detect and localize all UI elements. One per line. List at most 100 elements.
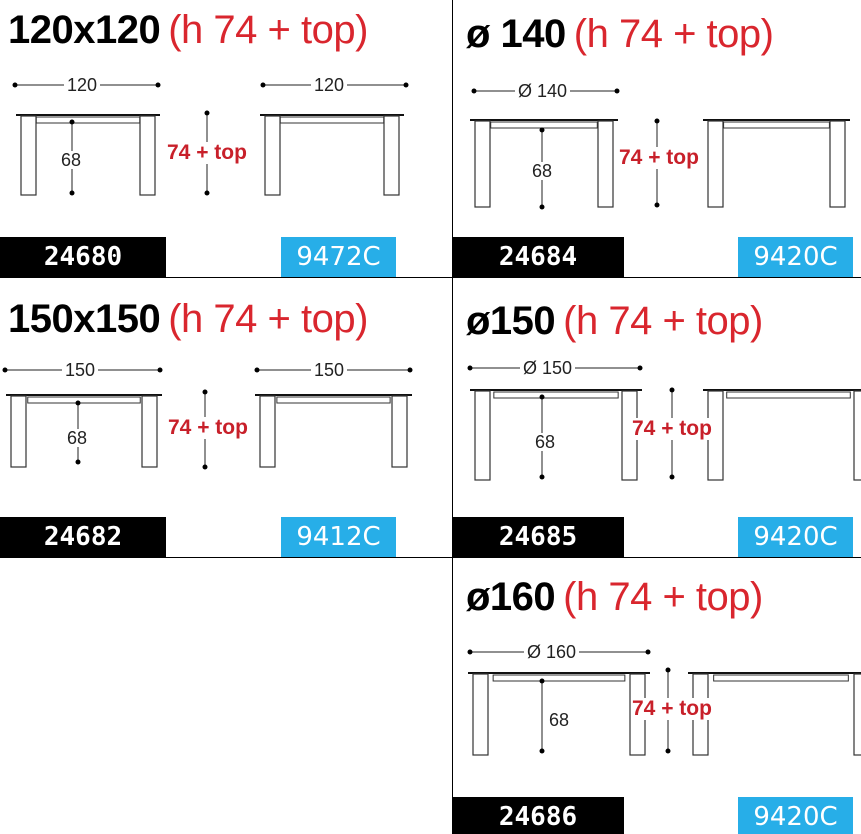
table-leg [853, 673, 861, 756]
total-height-label: 74 + top [167, 141, 247, 164]
table-frame [726, 391, 851, 399]
table-leg [391, 395, 408, 468]
table-drawing [467, 649, 861, 756]
table-leg [264, 115, 281, 196]
dimension-dot [539, 678, 545, 684]
total-height-label: 74 + top [619, 146, 699, 169]
width-label: 120 [64, 76, 101, 94]
table-frame [35, 116, 141, 124]
table-leg [472, 673, 489, 756]
dimension-dot [614, 88, 620, 94]
table-leg [141, 395, 158, 468]
dimension-dot [539, 748, 545, 754]
product-code: 24684 [452, 237, 624, 277]
product-cell-d150: ø150(h 74 + top) Ø 150 68 74 + top 24685… [452, 277, 861, 557]
dimension-dot [539, 204, 545, 210]
table-frame [279, 116, 385, 124]
color-code: 9412C [281, 517, 396, 557]
model-height: (h 74 + top) [168, 297, 368, 341]
table-leg [829, 120, 846, 208]
leg-height-label: 68 [529, 162, 556, 180]
table-leg [597, 120, 614, 208]
table-frame [490, 121, 598, 129]
dimension-dot [539, 394, 545, 400]
dimension-dot [155, 82, 161, 88]
product-title: 120x120(h 74 + top) [8, 10, 368, 50]
table-drawing [470, 88, 850, 210]
dimension-dot [654, 118, 660, 124]
dimension-dot [202, 389, 208, 395]
color-code: 9420C [738, 517, 853, 557]
dimension-dot [471, 88, 477, 94]
dimension-dot [202, 464, 208, 470]
table-frame [27, 396, 141, 404]
width-label: Ø 150 [520, 359, 576, 377]
dimension-dot [75, 400, 81, 406]
product-cell-120x120: 120x120(h 74 + top) 120 120 68 74 + top … [0, 0, 452, 277]
model-size: 150x150 [8, 297, 161, 341]
product-title: ø150(h 74 + top) [466, 301, 763, 341]
model-size: 120x120 [8, 8, 161, 52]
dimension-dot [669, 387, 675, 393]
model-size: ø 140 [466, 12, 566, 56]
product-code: 24685 [452, 517, 624, 557]
dimension-dot [539, 474, 545, 480]
total-height-label: 74 + top [168, 416, 248, 439]
table-frame [493, 391, 619, 399]
table-frame [713, 674, 849, 682]
table-leg [20, 115, 37, 196]
table-leg [853, 390, 861, 481]
dimension-dot [539, 127, 545, 133]
dimension-dot [204, 110, 210, 116]
dimension-dot [254, 367, 260, 373]
dimension-dot [669, 474, 675, 480]
width-label: Ø 160 [524, 643, 580, 661]
model-size: ø150 [466, 299, 556, 343]
table-drawing [12, 82, 409, 196]
dimension-dot [204, 190, 210, 196]
table-leg [383, 115, 400, 196]
model-height: (h 74 + top) [563, 575, 763, 619]
dimension-dot [665, 667, 671, 673]
dimension-dot [12, 82, 18, 88]
product-cell-d140: ø 140(h 74 + top) Ø 140 68 74 + top 2468… [452, 0, 861, 277]
column-divider [452, 0, 453, 834]
table-drawing [467, 365, 861, 481]
model-height: (h 74 + top) [573, 12, 774, 56]
product-code: 24680 [0, 237, 166, 277]
width-label: Ø 140 [515, 82, 571, 100]
table-leg [707, 120, 724, 208]
dimension-dot [407, 367, 413, 373]
model-size: ø160 [466, 575, 556, 619]
dimension-dot [75, 459, 81, 465]
table-leg [259, 395, 276, 468]
color-code: 9420C [738, 237, 853, 277]
product-cell-150x150: 150x150(h 74 + top) 150 150 68 74 + top … [0, 277, 452, 557]
total-height-label: 74 + top [632, 697, 712, 720]
row-divider [0, 557, 861, 558]
dimension-dot [69, 190, 75, 196]
leg-height-label: 68 [64, 429, 91, 447]
leg-height-label: 68 [532, 433, 559, 451]
total-height-label: 74 + top [632, 417, 712, 440]
product-title: 150x150(h 74 + top) [8, 299, 368, 339]
dimension-dot [403, 82, 409, 88]
dimension-dot [260, 82, 266, 88]
dimension-dot [69, 119, 75, 125]
width-label: 150 [311, 361, 348, 379]
row-divider [0, 277, 861, 278]
dimension-dot [467, 649, 473, 655]
color-code: 9420C [738, 797, 853, 834]
dimension-dot [2, 367, 8, 373]
table-frame [492, 674, 626, 682]
dimension-dot [637, 365, 643, 371]
width-label: 120 [311, 76, 348, 94]
table-leg [10, 395, 27, 468]
color-code: 9472C [281, 237, 396, 277]
model-height: (h 74 + top) [168, 8, 368, 52]
dimension-dot [645, 649, 651, 655]
table-leg [474, 120, 491, 208]
dimension-dot [157, 367, 163, 373]
dimension-dot [467, 365, 473, 371]
table-leg [474, 390, 491, 481]
